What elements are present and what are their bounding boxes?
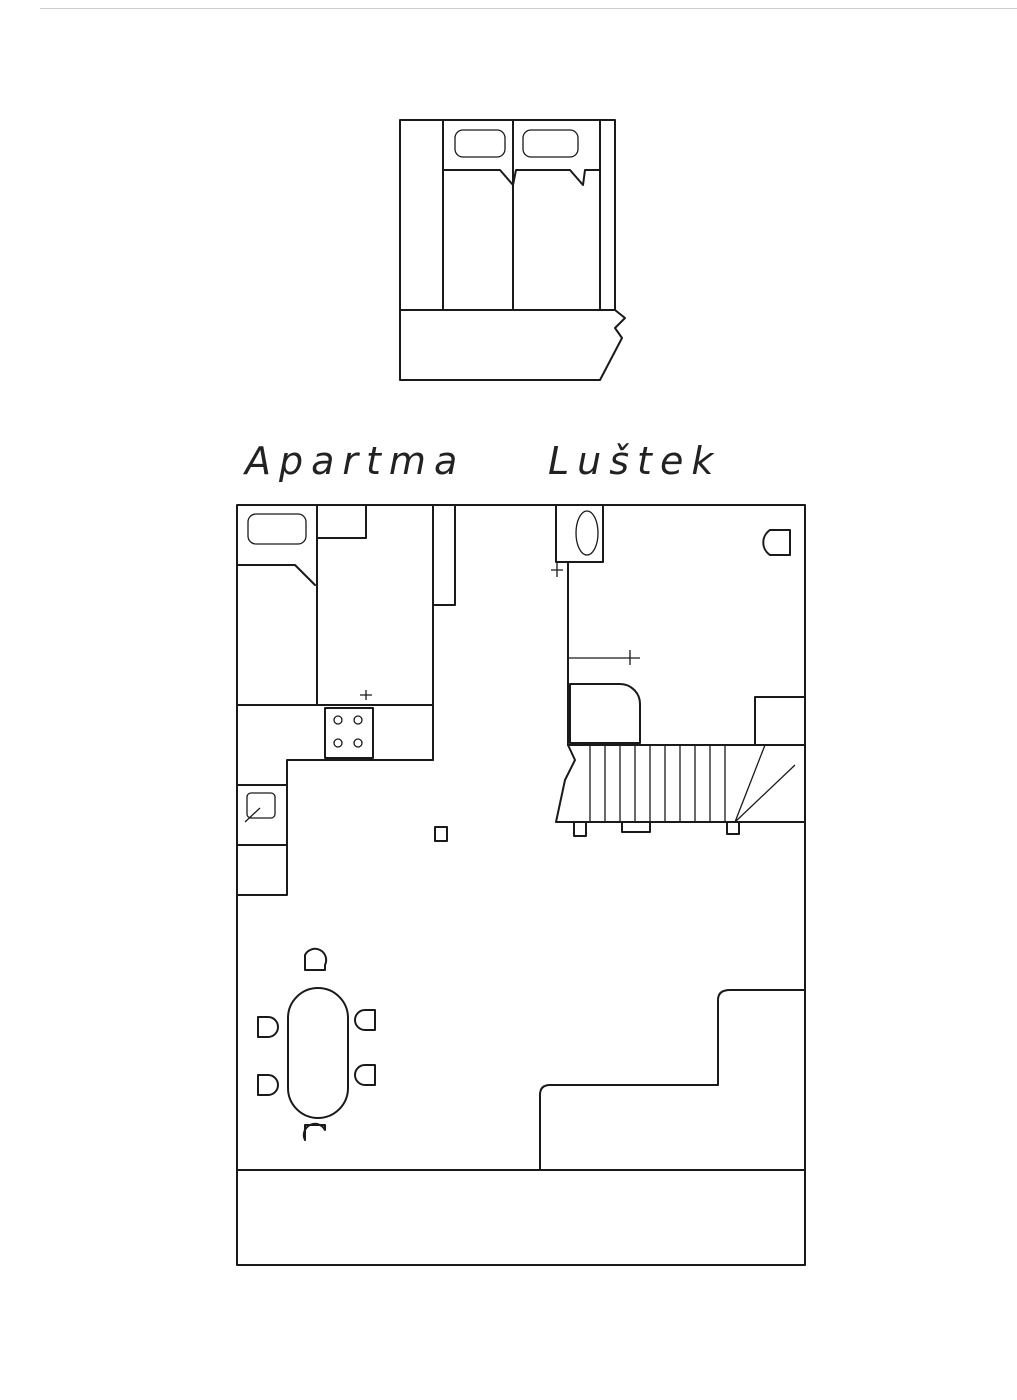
upper-floor-plan bbox=[399, 119, 626, 381]
plan-title-lustek: Luštek bbox=[548, 439, 721, 483]
page-edge-line bbox=[40, 8, 1017, 9]
ground-floor-plan bbox=[236, 504, 806, 1266]
plan-title-apartma: Apartma bbox=[242, 439, 465, 483]
